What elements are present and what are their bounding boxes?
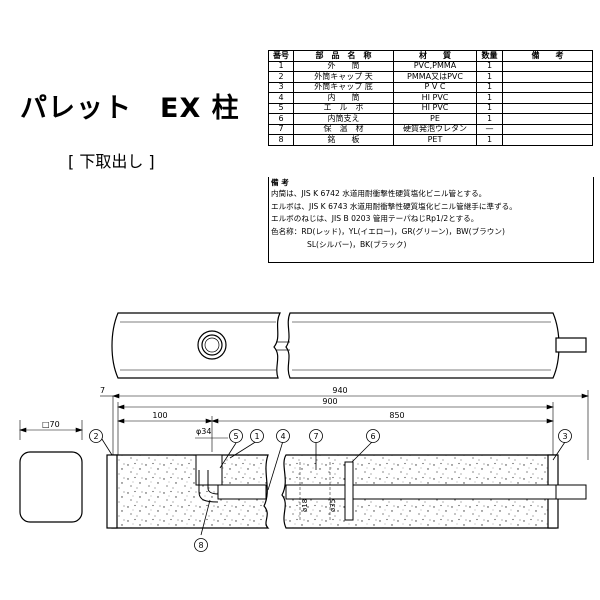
callout-8 — [194, 538, 208, 552]
elbow-port-outer — [197, 330, 227, 360]
inner-support — [344, 461, 354, 521]
callout-5-label: 5 — [233, 432, 238, 441]
page-subtitle: [ 下取出し ] — [68, 152, 155, 171]
callout-1-label: 1 — [254, 432, 259, 441]
inner-pipe-left — [217, 484, 267, 500]
dim-overall: 940 — [332, 386, 347, 395]
callout-4-label: 4 — [280, 432, 285, 441]
elbow-port-inner — [201, 334, 223, 356]
outlet-pipe — [555, 337, 587, 353]
section-view — [106, 454, 587, 529]
top-view-body-left — [111, 312, 281, 379]
callouts — [89, 429, 572, 552]
note-line: 色名称：RD(レッド)，YL(イエロー)，GR(グリーン)，BW(ブラウン) — [271, 227, 505, 237]
callout-5 — [229, 429, 243, 443]
page-title: パレット EX 柱 — [20, 93, 240, 124]
top-view-body-right — [285, 312, 560, 379]
callout-1 — [250, 429, 264, 443]
callout-4 — [276, 429, 290, 443]
notes-box: 備 考 内筒は、JIS K 6742 水道用耐衝撃性硬質塩化ビニル管とする。 エ… — [268, 177, 594, 263]
cap-top — [106, 454, 118, 529]
dim-body: 900 — [322, 397, 337, 406]
note-line: エルボのねじは、JIS B 0203 管用テーパねじRp1/2とする。 — [271, 214, 479, 224]
callout-7 — [309, 429, 323, 443]
dim-elbow-dia: φ34 — [196, 427, 211, 436]
label-a: ø18 — [301, 499, 309, 512]
label-b: ø35 — [329, 499, 337, 512]
notes-heading: 備 考 — [271, 178, 289, 187]
section-body-left — [111, 454, 270, 529]
cell-note — [502, 134, 593, 146]
outlet-pipe-section — [555, 484, 587, 500]
inner-pipe-right — [285, 484, 557, 500]
callout-3 — [558, 429, 572, 443]
dim-inner-length: 850 — [389, 411, 404, 420]
dim-cross-section: □70 — [42, 420, 60, 429]
cell-note — [502, 123, 593, 135]
callout-2-label: 2 — [93, 432, 98, 441]
cross-section-view — [19, 420, 83, 523]
callout-6 — [366, 429, 380, 443]
dim-elbow-offset: 100 — [152, 411, 167, 420]
callout-3-label: 3 — [562, 432, 567, 441]
dimension-lines — [100, 390, 589, 460]
note-line: エルボは、JIS K 6743 水道用耐衝撃性硬質塩化ビニル管継手に準ずる。 — [271, 201, 517, 211]
top-view — [111, 312, 587, 379]
callout-2 — [89, 429, 103, 443]
callout-8-label: 8 — [198, 541, 203, 550]
callout-6-label: 6 — [370, 432, 375, 441]
cross-section-square — [19, 451, 83, 523]
callout-7-label: 7 — [313, 432, 318, 441]
note-line: 内筒は、JIS K 6742 水道用耐衝撃性硬質塩化ビニル管とする。 — [271, 189, 487, 198]
dim-cap-offset: 7 — [100, 386, 105, 395]
note-line: SL(シルバー)，BK(ブラック) — [307, 239, 407, 249]
elbow-section — [195, 454, 223, 486]
